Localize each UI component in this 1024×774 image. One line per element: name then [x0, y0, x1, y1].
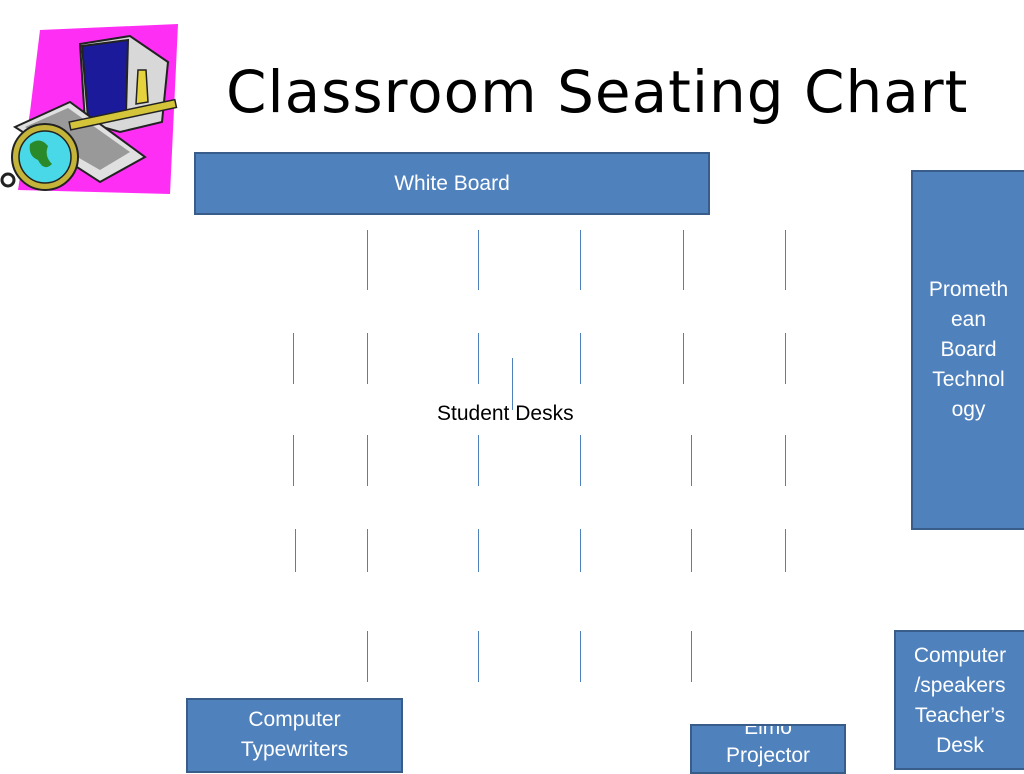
white-board: White Board: [194, 152, 710, 215]
student-desk: [580, 435, 581, 486]
student-desk: [785, 529, 786, 572]
typewriters-line: Computer: [248, 708, 341, 731]
student-desk: [478, 230, 479, 290]
student-desk: [478, 529, 479, 572]
student-desk: [512, 358, 513, 410]
student-desk: [691, 435, 692, 486]
teacher-desk-line: Desk: [936, 734, 984, 757]
student-desk: [478, 435, 479, 486]
student-desk: [785, 230, 786, 290]
student-desk: [478, 333, 479, 384]
student-desk: [691, 529, 692, 572]
promethean-line: Technol: [932, 368, 1005, 391]
promethean-line: Board: [940, 338, 997, 361]
teacher-desk-line: Computer: [913, 644, 1007, 667]
promethean-line: ogy: [951, 398, 986, 421]
student-desk: [293, 333, 294, 384]
student-desk: [580, 631, 581, 682]
student-desk: [293, 435, 294, 486]
student-desk: [295, 529, 296, 572]
student-desk: [580, 529, 581, 572]
promethean-line: ean: [950, 308, 987, 331]
computer-key-clipart-icon: [0, 24, 178, 194]
student-desk: [367, 230, 368, 290]
promethean-board: Prometh ean Board Technol ogy: [911, 170, 1024, 530]
elmo-projector: Elmo Projector: [690, 724, 846, 774]
student-desk: [691, 631, 692, 682]
student-desks-label: Student Desks: [437, 402, 574, 425]
promethean-line: Prometh: [928, 278, 1009, 301]
elmo-line: Projector: [725, 744, 811, 767]
student-desk: [683, 230, 684, 290]
slide-title: Classroom Seating Chart: [226, 58, 969, 126]
student-desk: [580, 333, 581, 384]
typewriters-line: Typewriters: [240, 738, 349, 761]
student-desk: [367, 435, 368, 486]
white-board-label: White Board: [394, 172, 510, 195]
computer-typewriters: Computer Typewriters: [186, 698, 403, 773]
student-desk: [785, 333, 786, 384]
student-desk: [785, 435, 786, 486]
elmo-line: Elmo: [744, 724, 792, 739]
student-desk: [367, 631, 368, 682]
teacher-desk-line: /speakers: [914, 674, 1006, 697]
teacher-desk: Computer /speakers Teacher’s Desk: [894, 630, 1024, 770]
student-desk: [367, 333, 368, 384]
student-desk: [478, 631, 479, 682]
teacher-desk-line: Teacher’s: [914, 704, 1006, 727]
student-desk: [367, 529, 368, 572]
student-desk: [683, 333, 684, 384]
student-desk: [580, 230, 581, 290]
